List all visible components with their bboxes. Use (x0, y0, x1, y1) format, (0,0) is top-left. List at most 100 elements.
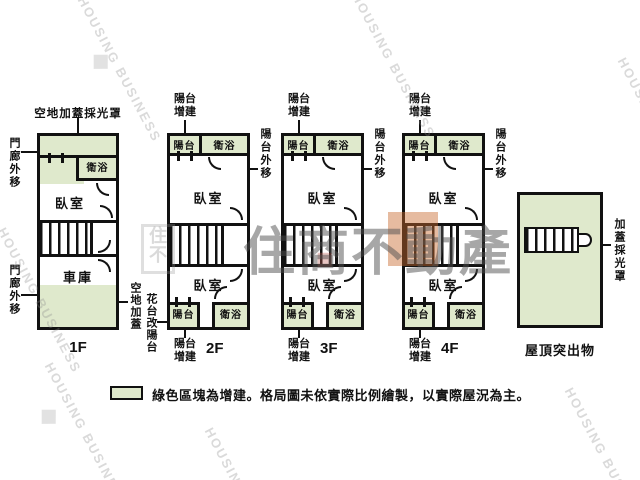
watermark-diagonal: HOUSING BUSINESS (561, 385, 640, 480)
f3-bottom-label: 陽台增建 (288, 338, 310, 363)
f2-bedroom-bottom-label: 臥室 (193, 278, 224, 293)
f4-balcony-bottom-label: 陽台 (407, 310, 430, 321)
f3-unit: 陽台 衛浴 臥室 臥室 陽台 衛浴 (281, 133, 364, 330)
f2-balcony-top-label: 陽台 (173, 141, 196, 152)
door-arc-icon (208, 157, 221, 170)
f3-right-tick (364, 168, 372, 170)
f3-bottom-tick (298, 330, 300, 338)
f3-bath-bottom: 衛浴 (326, 302, 361, 327)
f4-bath-top-label: 衛浴 (448, 141, 471, 152)
f2-bath-top-label: 衛浴 (213, 141, 236, 152)
watermark-logo: 住 不 (141, 224, 175, 274)
f1-right-label: 空地加蓋 (129, 282, 141, 330)
f1-porch-label-top: 門廊外移 (8, 137, 20, 189)
stair-treads (40, 223, 90, 254)
watermark-diagonal: HOUSING BUSINESS (348, 0, 439, 141)
f2-right-tick (250, 168, 258, 170)
watermark-brand: 住商不動產 (243, 224, 514, 282)
f4-floor-id: 4F (441, 340, 459, 357)
roof-stair-exit (579, 233, 592, 247)
f1-stairs (40, 220, 116, 257)
f3-balcony-top-label: 陽台 (287, 141, 310, 152)
f4-right-tick (485, 168, 493, 170)
roof-right-tick (603, 244, 611, 246)
door-arc-icon (328, 286, 341, 299)
f2-bath-bottom: 衛浴 (212, 302, 247, 327)
f4-bath-bottom: 衛浴 (447, 302, 482, 327)
f4-bottom-tick (419, 330, 421, 338)
f2-bottom-tick (184, 330, 186, 338)
f2-right-label: 陽台外移 (259, 128, 271, 180)
f3-right-label: 陽台外移 (373, 128, 385, 180)
f3-top-tick (298, 120, 300, 133)
door-arc-icon (96, 183, 109, 196)
roof-floor-id: 屋頂突出物 (524, 343, 595, 358)
f2-left-label: 花台改陽台 (145, 293, 157, 353)
f2-bath-bottom-label: 衛浴 (220, 310, 242, 321)
f2-top-tick (184, 120, 186, 133)
door-arc-icon (443, 157, 456, 170)
watermark-diagonal: HOUSING BUSINESS (202, 425, 292, 480)
stair-treads (526, 229, 577, 251)
f2-balcony-bottom-label: 陽台 (172, 310, 195, 321)
f1-bathroom: 衛浴 (76, 158, 116, 181)
door-arc-icon (100, 205, 113, 218)
f1-unit: 衛浴 臥室 車庫 (37, 133, 119, 330)
f1-right-tick (119, 301, 128, 303)
f4-window-symbol (410, 297, 426, 307)
roof-right-label: 加蓋採光罩 (613, 218, 625, 283)
f1-porch-tick-top (21, 151, 37, 153)
f2-left-tick (157, 321, 167, 323)
door-arc-icon (322, 157, 335, 170)
f3-bedroom-top-label: 臥室 (307, 191, 338, 206)
door-arc-icon (449, 286, 462, 299)
stair-landing (456, 226, 482, 264)
f3-window-symbol (291, 151, 307, 161)
f2-bottom-label: 陽台增建 (174, 338, 196, 363)
door-arc-icon (214, 286, 227, 299)
f1-porch-tick-bottom (21, 294, 37, 296)
stair-treads (284, 226, 335, 264)
f2-window-symbol (177, 151, 193, 161)
f3-bath-bottom-label: 衛浴 (334, 310, 356, 321)
watermark-orange-square (388, 212, 438, 266)
stair-landing (90, 223, 116, 254)
f1-bathroom-label: 衛浴 (86, 163, 109, 174)
f1-bedroom-label: 臥室 (55, 196, 86, 211)
f1-skylight-label: 空地加蓋採光罩 (34, 108, 122, 120)
f2-top-label: 陽台增建 (174, 93, 196, 118)
watermark-logo-bottom: 不 (149, 245, 167, 265)
f4-bath-top: 衛浴 (437, 136, 482, 156)
f3-top-label: 陽台增建 (288, 93, 310, 118)
f2-bath-top: 衛浴 (202, 136, 247, 156)
watermark-diagonal: HOUSING BUSINESS (614, 55, 640, 206)
f4-stairs (405, 223, 482, 267)
f1-skylight-area (40, 136, 116, 158)
f2-floor-id: 2F (206, 340, 224, 357)
f3-stairs (284, 223, 361, 267)
f4-top-label: 陽台增建 (409, 93, 431, 118)
f2-stairs (170, 223, 247, 267)
watermark-diagonal: HOUSING BUSINESS (74, 0, 165, 145)
f4-bedroom-top-label: 臥室 (428, 191, 459, 206)
stair-treads (170, 226, 221, 264)
f4-window-symbol (412, 151, 428, 161)
f1-porch-label-bottom: 門廊外移 (8, 264, 20, 316)
f2-unit: 陽台 衛浴 臥室 臥室 陽台 衛浴 (167, 133, 250, 330)
stair-landing (335, 226, 361, 264)
f1-skylight-tick (77, 118, 79, 133)
f4-bottom-label: 陽台增建 (409, 338, 431, 363)
roof-stairs (524, 227, 579, 253)
f1-garage-addition-area (40, 285, 116, 327)
f1-floor-id: 1F (69, 339, 87, 356)
stair-treads (405, 226, 456, 264)
f2-window-symbol (175, 297, 191, 307)
f4-balcony-top-label: 陽台 (408, 141, 431, 152)
f4-unit: 陽台 衛浴 臥室 臥室 陽台 衛浴 (402, 133, 485, 330)
legend-text: 綠色區塊為增建。格局圖未依實際比例繪製，以實際屋況為主。 (152, 388, 531, 403)
f4-bath-bottom-label: 衛浴 (455, 310, 477, 321)
f1-garage-label: 車庫 (62, 270, 93, 285)
door-arc-icon (230, 207, 243, 220)
f4-top-tick (419, 120, 421, 133)
f3-balcony-bottom-label: 陽台 (286, 310, 309, 321)
